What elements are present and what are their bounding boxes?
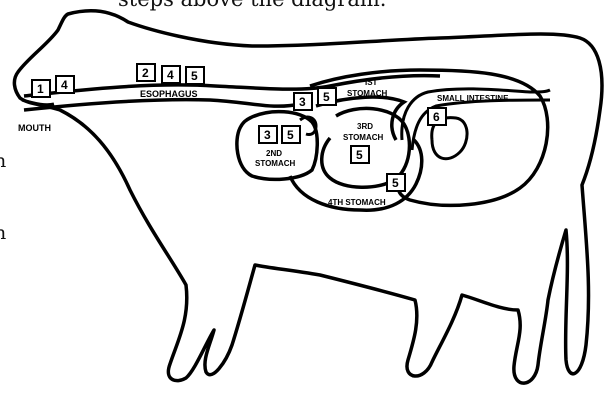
step-box: 2 [137, 64, 155, 81]
mouth-label: MOUTH [18, 123, 51, 133]
step-box: 5 [387, 174, 405, 191]
step-box: 3 [259, 126, 277, 143]
second-stomach-label-line2: STOMACH [255, 159, 296, 168]
small-intestine-label: SMALL INTESTINE [437, 94, 509, 103]
step-number: 5 [323, 90, 330, 104]
step-box: 4 [162, 66, 180, 83]
first-stomach-label-line2: STOMACH [347, 89, 388, 98]
third-stomach-label-line1: 3RD [357, 122, 373, 131]
second-stomach-label-line1: 2ND [266, 149, 282, 158]
step-box: 6 [428, 108, 446, 125]
second-stomach-outline [237, 112, 317, 180]
step-number: 5 [191, 69, 198, 83]
step-box: 5 [351, 146, 369, 163]
step-number: 4 [61, 78, 68, 92]
step-number: 5 [356, 148, 363, 162]
step-number: 2 [142, 66, 149, 80]
step-box: 5 [282, 126, 300, 143]
step-number: 5 [287, 128, 294, 142]
step-number: 3 [264, 128, 271, 142]
esophagus-label: ESOPHAGUS [140, 89, 198, 99]
step-number: 4 [167, 68, 174, 82]
step-number: 1 [37, 82, 44, 96]
step-number: 5 [392, 176, 399, 190]
step-box: 5 [318, 88, 336, 105]
step-number: 3 [299, 95, 306, 109]
mouth-line [22, 100, 54, 105]
step-box: 3 [294, 93, 312, 110]
third-stomach-label-line2: STOMACH [343, 133, 384, 142]
step-box: 1 [32, 80, 50, 97]
step-box: 4 [56, 76, 74, 93]
first-stomach-label-line1: IST [365, 78, 378, 87]
fourth-stomach-label: 4TH STOMACH [328, 198, 386, 207]
step-number: 6 [433, 110, 440, 124]
step-box: 5 [186, 67, 204, 84]
